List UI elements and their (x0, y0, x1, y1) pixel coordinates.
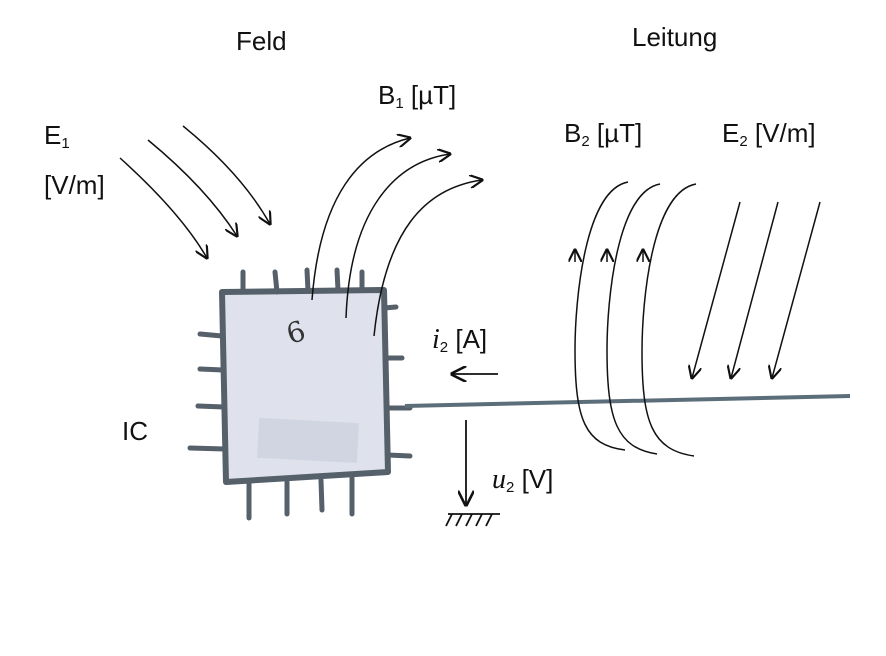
e2-label: E2 [V/m] (722, 118, 816, 150)
ic-pins-left (187, 331, 228, 452)
ic-pins-top (240, 267, 365, 295)
b1-field-arrows (311, 138, 482, 337)
e1-unit: [V/m] (44, 170, 105, 200)
transmission-line (404, 394, 851, 408)
e2-field-arrows (692, 201, 821, 378)
ground-symbol-icon (445, 513, 500, 527)
b2-field-loops (575, 181, 697, 457)
b2-label: B2 [µT] (564, 118, 643, 150)
b1-label: B1 [µT] (378, 80, 457, 112)
e1-field-arrows (119, 125, 270, 258)
i2-label: i2 [A] (432, 324, 488, 356)
ic-label: IC (122, 416, 148, 446)
leitung-heading: Leitung (632, 22, 718, 52)
ic-chip (187, 267, 413, 521)
e1-label: E1 (44, 120, 70, 152)
u2-label: u2 [V] (492, 464, 554, 496)
feld-heading: Feld (236, 26, 287, 56)
ic-pins-right (381, 304, 413, 459)
ic-pins-bottom (246, 475, 355, 521)
